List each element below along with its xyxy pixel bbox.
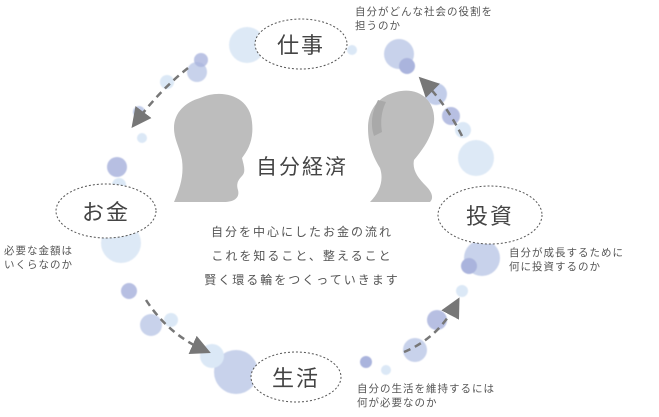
bubble	[381, 365, 391, 375]
note-line: 自分の生活を維持するには	[357, 383, 495, 395]
bubble	[347, 45, 357, 55]
silhouette-left	[174, 93, 253, 202]
bubble	[455, 122, 471, 138]
bubble	[194, 53, 208, 67]
bubble	[164, 313, 178, 327]
note-okane: 必要な金額は いくらなのか	[4, 244, 73, 272]
bubble	[137, 133, 147, 143]
bubble	[456, 285, 468, 297]
node-seikatsu-label: 生活	[271, 367, 321, 392]
arrow-okane-to-seikatsu	[144, 299, 211, 355]
bubble	[360, 356, 372, 368]
bubble	[458, 140, 494, 176]
bubble	[160, 75, 174, 89]
arrow-seikatsu-to-toushi	[403, 297, 460, 354]
note-seikatsu: 自分の生活を維持するには 何が必要なのか	[357, 382, 495, 410]
note-toushi: 自分が成長するために 何に投資するのか	[509, 246, 624, 274]
ellipse-seikatsu	[250, 351, 342, 403]
bubble	[187, 62, 207, 82]
silhouette-right	[368, 90, 435, 202]
note-line: 自分がどんな社会の役割を	[355, 6, 493, 18]
note-line: 何が必要なのか	[357, 397, 438, 409]
note-shigoto: 自分がどんな社会の役割を 担うのか	[355, 5, 493, 33]
node-ellipses	[55, 18, 543, 403]
center-line-2: これを知ること、整えること	[211, 249, 393, 263]
bubble	[200, 344, 224, 368]
bubble	[442, 107, 460, 125]
cycle-arrows	[131, 67, 464, 355]
node-okane-label: お金	[81, 201, 131, 226]
bubble	[461, 258, 477, 274]
node-toushi-label: 投資	[465, 205, 515, 230]
bubble	[121, 283, 137, 299]
bubble	[214, 350, 258, 394]
arrow-shigoto-to-okane	[131, 67, 189, 128]
bubble	[229, 27, 265, 63]
note-line: いくらなのか	[4, 259, 73, 271]
note-line: 担うのか	[355, 20, 401, 32]
note-line: 自分が成長するために	[509, 247, 624, 259]
note-line: 必要な金額は	[4, 245, 73, 257]
node-shigoto-label: 仕事	[276, 34, 326, 59]
center-line-1: 自分を中心にしたお金の流れ	[210, 225, 394, 239]
bubble	[107, 157, 127, 177]
ellipse-okane	[55, 183, 157, 239]
bubble	[399, 58, 415, 74]
ellipse-shigoto	[254, 18, 348, 70]
center-line-3: 賢く環る輪をつくっていきます	[204, 273, 400, 287]
arrow-toushi-to-shigoto	[418, 76, 464, 137]
note-line: 何に投資するのか	[509, 261, 601, 273]
ellipse-toushi	[437, 185, 543, 245]
bubble	[427, 310, 447, 330]
center-title: 自分経済	[256, 155, 348, 179]
bubble	[140, 314, 162, 336]
